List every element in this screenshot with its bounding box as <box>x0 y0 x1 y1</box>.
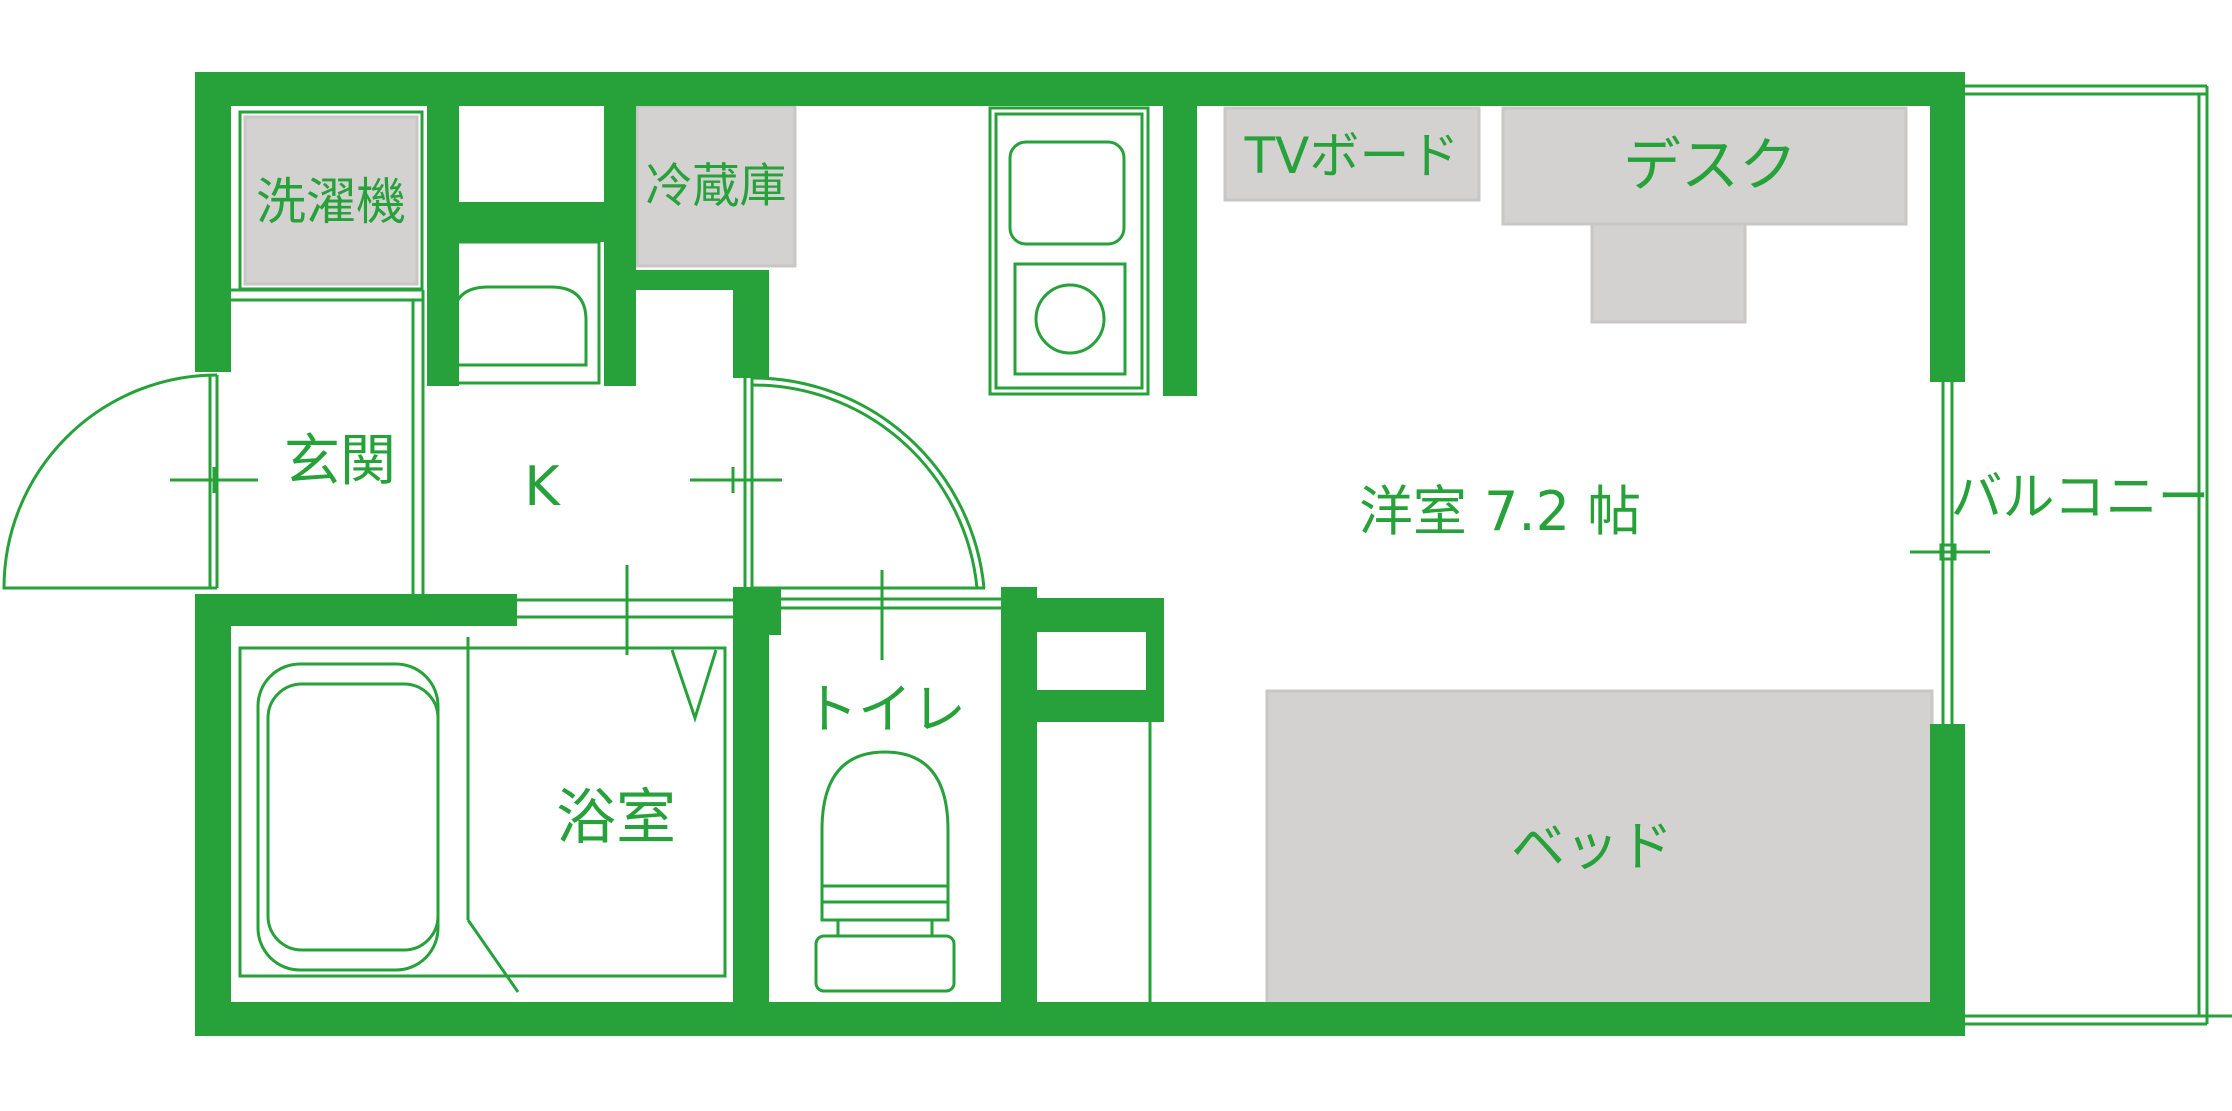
washing-machine-label: 洗濯機 <box>256 173 406 231</box>
wall-left-lower <box>195 594 231 1036</box>
wall-bath-toilet <box>733 587 769 1036</box>
kitchen-sink-basin <box>451 285 588 367</box>
stove-unit-inner <box>994 112 1144 390</box>
toilet-door-swing <box>751 376 986 589</box>
wall-closet-mid <box>1001 690 1164 722</box>
tv-board <box>1223 106 1481 202</box>
fixtures <box>2 84 2232 1026</box>
stove-burner-box <box>1013 262 1127 376</box>
bed-label: ベッド <box>1511 815 1673 878</box>
desk <box>1501 106 1908 226</box>
toilet-bowl <box>820 750 950 888</box>
stove-burner-round <box>1034 283 1106 355</box>
entrance-door-swing <box>2 373 218 590</box>
tv-board-label: TVボード <box>1244 127 1460 185</box>
wall-top <box>195 72 1965 106</box>
bathtub <box>256 662 440 972</box>
wall-left-upper <box>195 72 231 372</box>
wall-toilet-right <box>1001 587 1037 1036</box>
wall-bottom <box>195 1002 1965 1036</box>
wall-kitchen-post <box>604 106 636 386</box>
wall-right-lower <box>1930 724 1965 1036</box>
stove-burner-rect <box>1008 140 1126 246</box>
desk-label: デスク <box>1623 131 1797 199</box>
desk-chair <box>1590 222 1747 324</box>
fridge <box>635 104 797 268</box>
western-room-label: 洋室 7.2 帖 <box>1359 480 1641 543</box>
wall-right-upper <box>1930 72 1965 382</box>
wall-bath-toilet-cap <box>733 587 781 635</box>
wall-closet-top <box>1001 598 1164 632</box>
fridge-label: 冷蔵庫 <box>646 159 787 214</box>
washing-machine <box>243 115 419 286</box>
balcony-label: バルコニー <box>1951 468 2210 528</box>
bath-label: 浴室 <box>556 783 676 853</box>
entrance-label: 玄関 <box>284 429 396 494</box>
wall-entry-bottom <box>195 594 517 626</box>
kitchen-sink-counter <box>439 240 601 385</box>
wall-kitchen-right <box>733 270 769 378</box>
toilet-label: トイレ <box>804 678 966 741</box>
bed <box>1265 689 1934 1006</box>
wall-kitchen-mid <box>427 202 605 242</box>
kitchen-label: K <box>524 455 561 518</box>
toilet-tank <box>814 934 956 993</box>
bathtub-inner <box>266 682 440 952</box>
bath-folding-door <box>670 649 718 723</box>
walls <box>195 72 1965 1036</box>
wall-range-divider <box>1163 106 1197 396</box>
bath-floor <box>238 646 727 978</box>
stove-unit <box>988 106 1150 396</box>
